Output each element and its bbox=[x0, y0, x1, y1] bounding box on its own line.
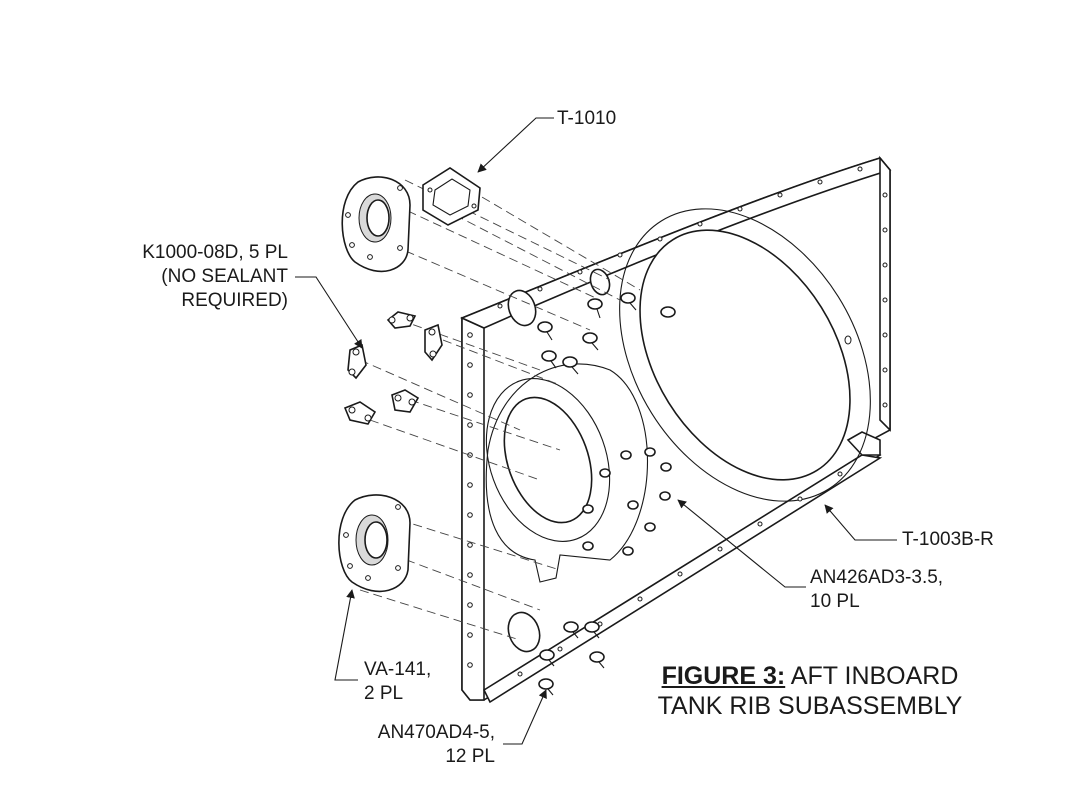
nutplate bbox=[386, 311, 417, 329]
rivet bbox=[599, 468, 611, 478]
callout-text: T-1003B-R bbox=[902, 529, 994, 550]
nutplate bbox=[391, 389, 420, 413]
rivet bbox=[563, 621, 579, 639]
callout-text: T-1010 bbox=[557, 108, 617, 129]
rivet bbox=[582, 332, 599, 351]
nutplate bbox=[343, 401, 377, 425]
callout-an470ad4: AN470AD4-5, 12 PL bbox=[345, 721, 495, 769]
rivet bbox=[660, 462, 672, 472]
alignment-lines bbox=[359, 179, 641, 641]
callout-line: K1000-08D, 5 PL bbox=[142, 242, 288, 263]
rivet bbox=[660, 306, 676, 318]
callout-line: (NO SEALANT bbox=[161, 266, 288, 287]
callout-line: AN426AD3-3.5, bbox=[810, 567, 944, 588]
rivet bbox=[622, 546, 634, 556]
rivet bbox=[584, 621, 600, 639]
rivet bbox=[562, 356, 579, 375]
figure-title-line1: AFT INBOARD bbox=[790, 662, 959, 690]
flange-rivet-holes bbox=[467, 166, 888, 677]
rivet bbox=[539, 649, 555, 667]
nutplate bbox=[424, 323, 443, 362]
callout-va-141: VA-141, 2 PL bbox=[364, 658, 431, 706]
rivet bbox=[537, 321, 553, 341]
rivet bbox=[644, 447, 656, 457]
t-1010-plate bbox=[422, 167, 481, 226]
rivet bbox=[620, 292, 637, 311]
callout-t-1010: T-1010 bbox=[557, 107, 616, 131]
callout-k1000-08d: K1000-08D, 5 PL (NO SEALANT REQUIRED) bbox=[118, 241, 288, 313]
tank-rib-t1003b-r bbox=[459, 155, 892, 704]
va-141-flange-lower bbox=[338, 494, 411, 593]
callout-an426ad3: AN426AD3-3.5, 10 PL bbox=[810, 566, 943, 614]
nutplate bbox=[347, 343, 367, 380]
figure-label: FIGURE 3: bbox=[661, 662, 786, 690]
rivet bbox=[644, 522, 656, 532]
leader-lines bbox=[295, 117, 897, 745]
rivet bbox=[587, 298, 603, 319]
rivet bbox=[582, 541, 594, 551]
callout-line: REQUIRED) bbox=[181, 290, 288, 311]
callout-line: 10 PL bbox=[810, 591, 860, 612]
rivet bbox=[659, 491, 671, 501]
callout-line: AN470AD4-5, bbox=[377, 722, 495, 743]
rivet bbox=[582, 504, 594, 514]
rivet bbox=[620, 450, 632, 460]
callout-t-1003b-r: T-1003B-R bbox=[902, 528, 994, 552]
figure-title-line2: TANK RIB SUBASSEMBLY bbox=[657, 692, 963, 720]
rivets bbox=[537, 292, 676, 696]
rivet bbox=[589, 651, 605, 669]
k1000-08d-nutplates bbox=[343, 311, 443, 425]
rivet bbox=[627, 500, 639, 510]
va-141-flange-upper bbox=[341, 176, 411, 273]
rivet bbox=[538, 678, 554, 696]
callout-line: 2 PL bbox=[364, 683, 404, 704]
callout-line: 12 PL bbox=[445, 746, 495, 767]
rivet bbox=[541, 350, 557, 369]
callout-line: VA-141, bbox=[364, 659, 432, 680]
figure-caption: FIGURE 3: AFT INBOARD TANK RIB SUBASSEMB… bbox=[640, 661, 980, 721]
